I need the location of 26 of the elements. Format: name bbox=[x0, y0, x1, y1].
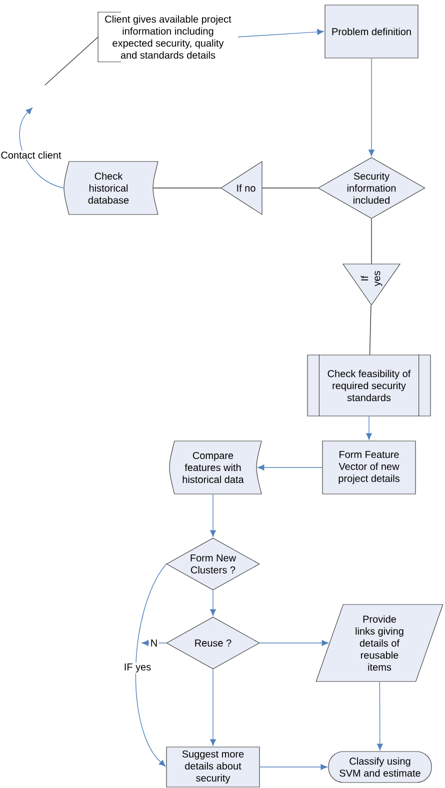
arrow bbox=[238, 29, 324, 38]
edge-label: N bbox=[149, 638, 159, 648]
connector-line bbox=[369, 304, 372, 356]
arrow bbox=[210, 590, 216, 616]
edge-label: Contact client bbox=[0, 150, 62, 160]
arrow bbox=[142, 640, 167, 646]
process-box: Suggest more details about security bbox=[166, 746, 260, 788]
data-parallelogram: Provide links giving details of reusable items bbox=[316, 604, 444, 682]
terminator-box: Classify using SVM and estimate bbox=[328, 751, 432, 783]
arrow bbox=[210, 668, 216, 746]
arrow bbox=[259, 764, 328, 770]
process-box: Form Feature Vector of new project details bbox=[322, 440, 416, 494]
arrow bbox=[376, 681, 383, 750]
leader-line bbox=[44, 36, 98, 86]
edge-label: IF yes bbox=[122, 662, 152, 674]
arrow bbox=[366, 416, 372, 440]
arrow bbox=[259, 640, 328, 646]
annotation: Client gives available project information including expected security, quality and standards details bbox=[98, 12, 232, 62]
arrow bbox=[210, 494, 216, 537]
connector-line bbox=[371, 218, 372, 264]
process-box: Problem definition bbox=[324, 4, 418, 58]
arrow bbox=[135, 564, 167, 766]
predefined-process-box: Check feasibility of required security standards bbox=[307, 354, 431, 417]
arrow bbox=[368, 58, 374, 156]
arrow bbox=[19, 108, 64, 188]
arrow bbox=[258, 464, 323, 470]
